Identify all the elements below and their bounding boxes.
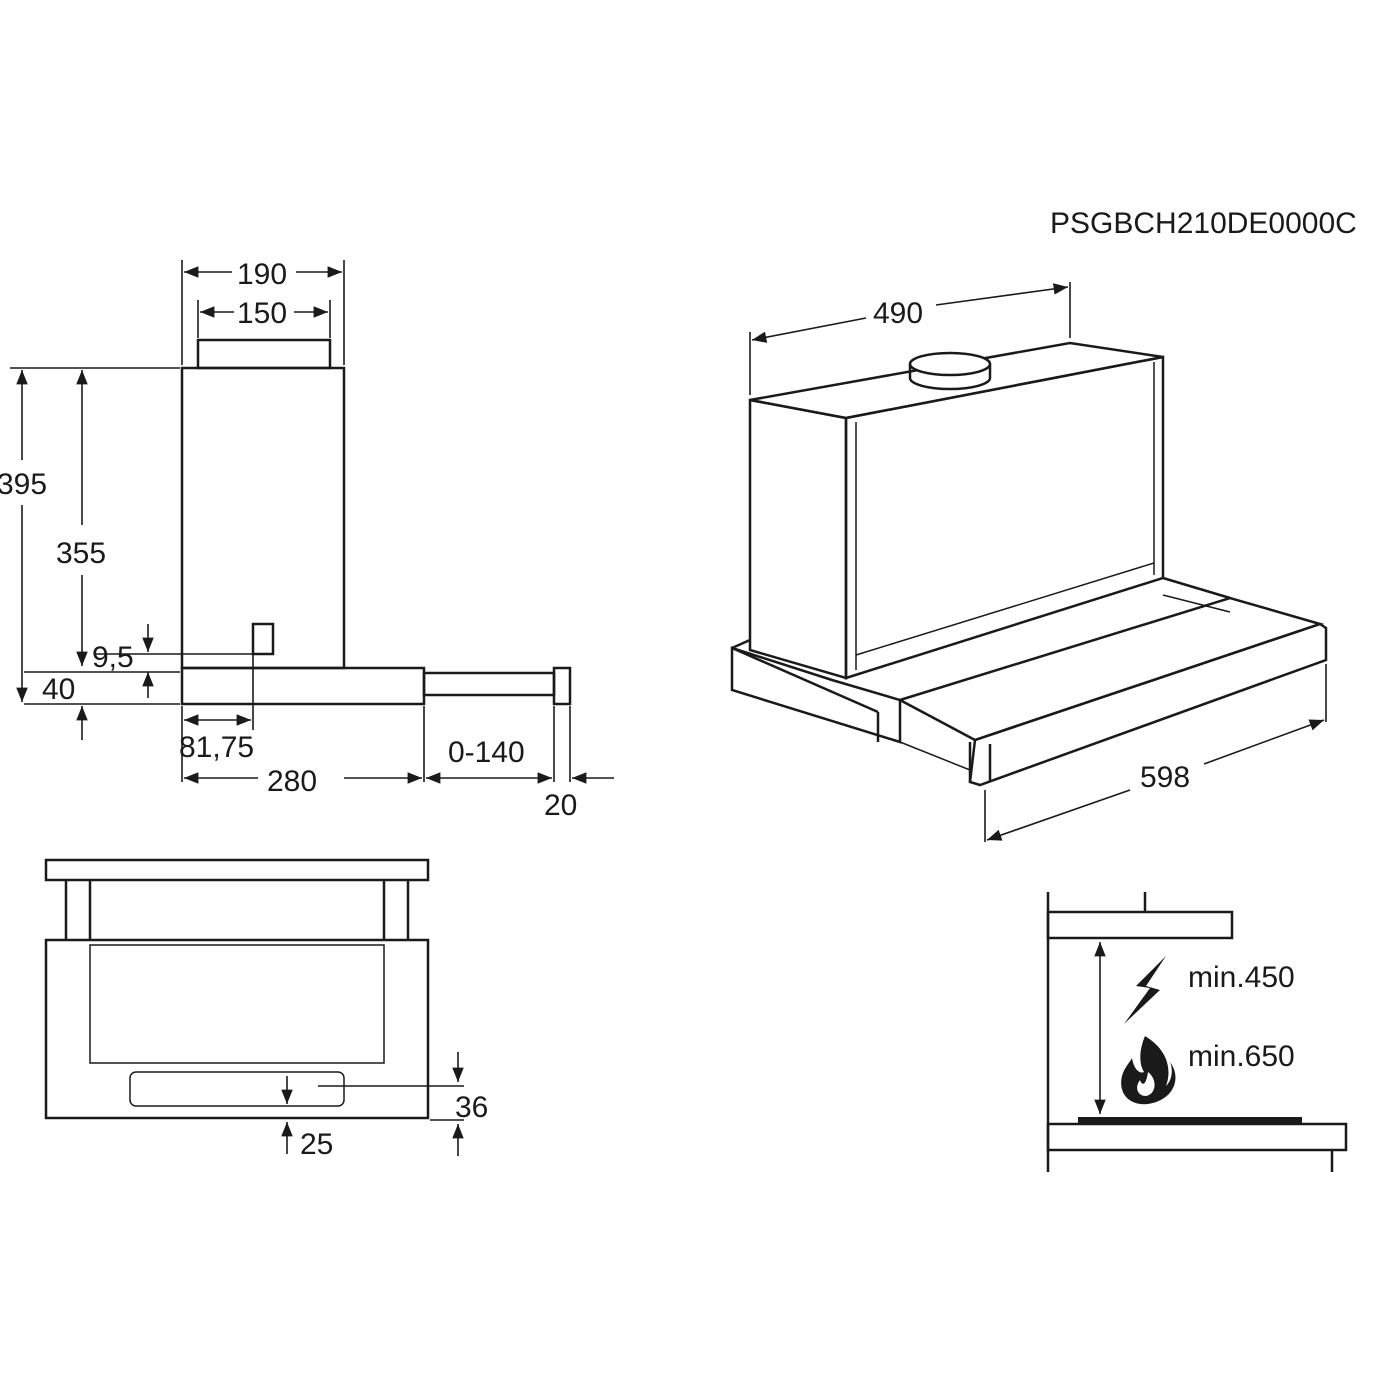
dim-355: 355 (56, 537, 106, 570)
duct-ring (908, 351, 992, 377)
control-switch (251, 622, 275, 656)
dim-20: 20 (544, 789, 577, 822)
dim-25: 25 (300, 1128, 333, 1161)
lightning-icon (1124, 956, 1166, 1024)
hood-outline (1046, 910, 1234, 940)
side-view: 190 150 395 355 9,5 40 81,75 280 (0, 258, 614, 822)
front-view: 36 25 (44, 858, 488, 1161)
dim-0-140: 0-140 (448, 736, 525, 769)
duct-collar (196, 338, 332, 370)
installation-diagram: min.450 min.650 (1046, 892, 1348, 1172)
dim-9-5: 9,5 (92, 641, 134, 674)
perspective-view: 490 598 (730, 282, 1328, 842)
dim-150: 150 (237, 297, 287, 330)
front-top-panel (44, 858, 430, 882)
dim-40: 40 (42, 673, 75, 706)
cooktop (1046, 1122, 1348, 1152)
dim-598: 598 (1140, 761, 1190, 794)
label-min-650: min.650 (1188, 1040, 1295, 1073)
dim-395: 395 (0, 468, 47, 501)
front-body (44, 938, 430, 1120)
flame-icon (1121, 1036, 1176, 1105)
hood-base (180, 666, 426, 706)
dim-490: 490 (873, 297, 923, 330)
light-panel (129, 1071, 345, 1107)
label-min-450: min.450 (1188, 961, 1295, 994)
model-code: PSGBCH210DE0000C (1050, 207, 1357, 240)
slide-tray (422, 671, 556, 697)
tray-front (552, 666, 572, 706)
hob-surface (1078, 1117, 1302, 1124)
dim-81-75: 81,75 (179, 731, 254, 764)
front-filter (89, 944, 385, 1064)
dim-36: 36 (455, 1091, 488, 1124)
dim-190: 190 (237, 258, 287, 291)
dim-280: 280 (267, 765, 317, 798)
